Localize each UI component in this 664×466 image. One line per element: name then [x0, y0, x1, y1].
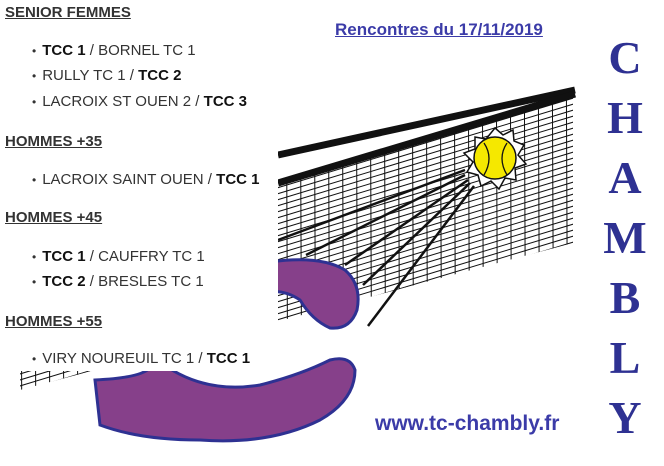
club-name-letter: H — [607, 92, 643, 143]
net-mesh-line — [355, 92, 359, 390]
match-date-heading: Rencontres du 17/11/2019 — [335, 20, 543, 39]
match-item: TCC 1 / BORNEL TC 1 — [32, 42, 196, 59]
home-team: VIRY NOUREUIL TC 1 — [42, 350, 195, 367]
club-name-letter: L — [609, 332, 641, 383]
tennis-ball-icon — [473, 136, 517, 180]
separator: / — [203, 171, 217, 188]
club-name-letter: Y — [608, 392, 642, 443]
match-item: RULLY TC 1 / TCC 2 — [32, 67, 181, 84]
club-name-letter: A — [608, 152, 642, 203]
away-team: CAUFFRY TC 1 — [98, 248, 205, 265]
ball-trails — [277, 168, 475, 327]
club-name-letter: C — [608, 32, 642, 83]
net-mesh-line — [467, 92, 471, 390]
net-mesh-line — [369, 92, 373, 390]
away-team: BORNEL TC 1 — [98, 42, 196, 59]
match-item: TCC 2 / BRESLES TC 1 — [32, 273, 204, 290]
away-team: TCC 1 — [216, 171, 260, 188]
net-mesh-line — [509, 92, 513, 390]
net-mesh-line — [411, 92, 415, 390]
matches-panel: SENIOR FEMMES TCC 1 / BORNEL TC 1 RULLY TC… — [0, 0, 278, 371]
match-item: LACROIX SAINT OUEN / TCC 1 — [32, 171, 260, 188]
separator: / — [125, 67, 139, 84]
net-mesh-line — [495, 92, 499, 390]
away-team: BRESLES TC 1 — [98, 273, 204, 290]
net-top-band — [277, 86, 576, 159]
net-mesh-line — [537, 92, 541, 390]
separator: / — [85, 248, 99, 265]
separator: / — [191, 93, 204, 110]
section-heading: SENIOR FEMMES — [5, 4, 131, 21]
home-team: LACROIX ST OUEN 2 — [42, 93, 192, 110]
section-heading: HOMMES +55 — [5, 313, 103, 330]
home-team: TCC 1 — [42, 248, 86, 265]
match-item: VIRY NOUREUIL TC 1 / TCC 1 — [32, 350, 250, 367]
home-team: TCC 2 — [42, 273, 86, 290]
club-name-letter: B — [609, 272, 641, 323]
net-tape — [276, 90, 577, 187]
home-team: TCC 1 — [42, 42, 86, 59]
logo-letter-c-top — [268, 258, 360, 330]
home-team: RULLY TC 1 — [42, 67, 126, 84]
net-mesh-line — [551, 92, 555, 390]
net-mesh-line — [439, 92, 443, 390]
separator: / — [85, 42, 99, 59]
away-team: TCC 2 — [138, 67, 182, 84]
match-item: TCC 1 / CAUFFRY TC 1 — [32, 248, 205, 265]
section-heading: HOMMES +35 — [5, 133, 103, 150]
club-website-link[interactable]: www.tc-chambly.fr — [375, 412, 560, 435]
net-mesh-line — [565, 92, 569, 390]
net-mesh-line — [453, 92, 457, 390]
club-name-letter: M — [603, 212, 647, 263]
net-mesh-line — [397, 92, 401, 390]
match-item: LACROIX ST OUEN 2 / TCC 3 — [32, 93, 247, 110]
away-team: TCC 3 — [203, 93, 247, 110]
away-team: TCC 1 — [206, 350, 251, 367]
separator: / — [85, 273, 99, 290]
section-heading: HOMMES +45 — [5, 209, 103, 226]
home-team: LACROIX SAINT OUEN — [42, 171, 204, 188]
separator: / — [194, 350, 207, 367]
